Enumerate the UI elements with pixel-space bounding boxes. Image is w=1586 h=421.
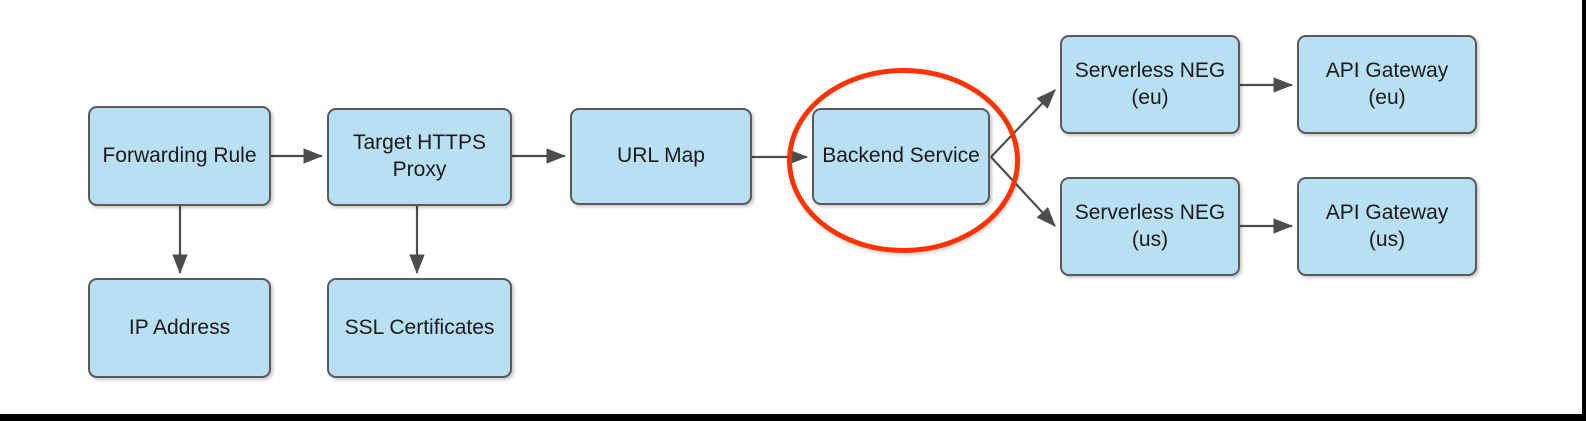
right-edge-bar [1582,0,1586,421]
node-url-map[interactable]: URL Map [570,108,752,205]
node-ssl-certificates[interactable]: SSL Certificates [327,278,512,378]
node-serverless-neg-us[interactable]: Serverless NEG (us) [1060,177,1240,276]
node-forwarding-rule[interactable]: Forwarding Rule [88,106,271,206]
node-serverless-neg-eu[interactable]: Serverless NEG (eu) [1060,35,1240,134]
node-api-gateway-eu[interactable]: API Gateway (eu) [1297,35,1477,134]
bottom-edge-bar [0,414,1586,421]
node-target-https-proxy[interactable]: Target HTTPS Proxy [327,108,512,206]
backend-service-highlight-ellipse [787,68,1020,253]
node-api-gateway-us[interactable]: API Gateway (us) [1297,177,1477,276]
node-ip-address[interactable]: IP Address [88,278,271,378]
